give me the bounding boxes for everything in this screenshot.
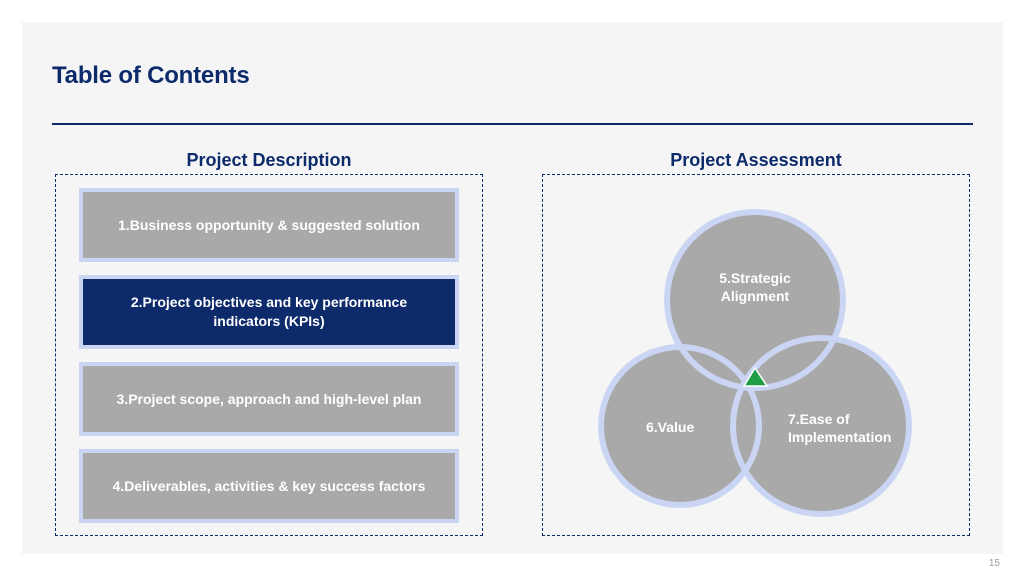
venn-circle-value[interactable]: [601, 347, 759, 505]
venn-ring-value: [598, 344, 762, 508]
project-description-panel: [55, 174, 483, 536]
project-assessment-header: Project Assessment: [670, 150, 842, 170]
toc-item-2[interactable]: 2.Project objectives and key performance…: [79, 275, 459, 349]
title-divider: [52, 123, 973, 125]
venn-label-ease: 7.Ease of Implementation: [788, 411, 892, 445]
toc-item-3[interactable]: 3.Project scope, approach and high-level…: [79, 362, 459, 436]
toc-item-label: 1.Business opportunity & suggested solut…: [83, 192, 455, 258]
venn-center-marker-icon: [742, 366, 769, 387]
page-title: Table of Contents: [52, 62, 250, 89]
toc-item-label: 2.Project objectives and key performance…: [83, 279, 455, 345]
page-number: 15: [988, 558, 1000, 569]
venn-ring-ease: [730, 335, 912, 517]
venn-label-value: 6.Value: [646, 419, 695, 435]
toc-item-1[interactable]: 1.Business opportunity & suggested solut…: [79, 188, 459, 262]
toc-item-label: 4.Deliverables, activities & key success…: [83, 453, 455, 519]
toc-item-label: 3.Project scope, approach and high-level…: [83, 366, 455, 432]
toc-item-4[interactable]: 4.Deliverables, activities & key success…: [79, 449, 459, 523]
project-description-header: Project Description: [186, 150, 352, 170]
project-assessment-panel: [542, 174, 970, 536]
venn-label-strategic: 5.Strategic Alignment: [719, 270, 791, 304]
venn-ring-strategic: [664, 209, 846, 391]
venn-circle-ease[interactable]: [733, 338, 909, 514]
